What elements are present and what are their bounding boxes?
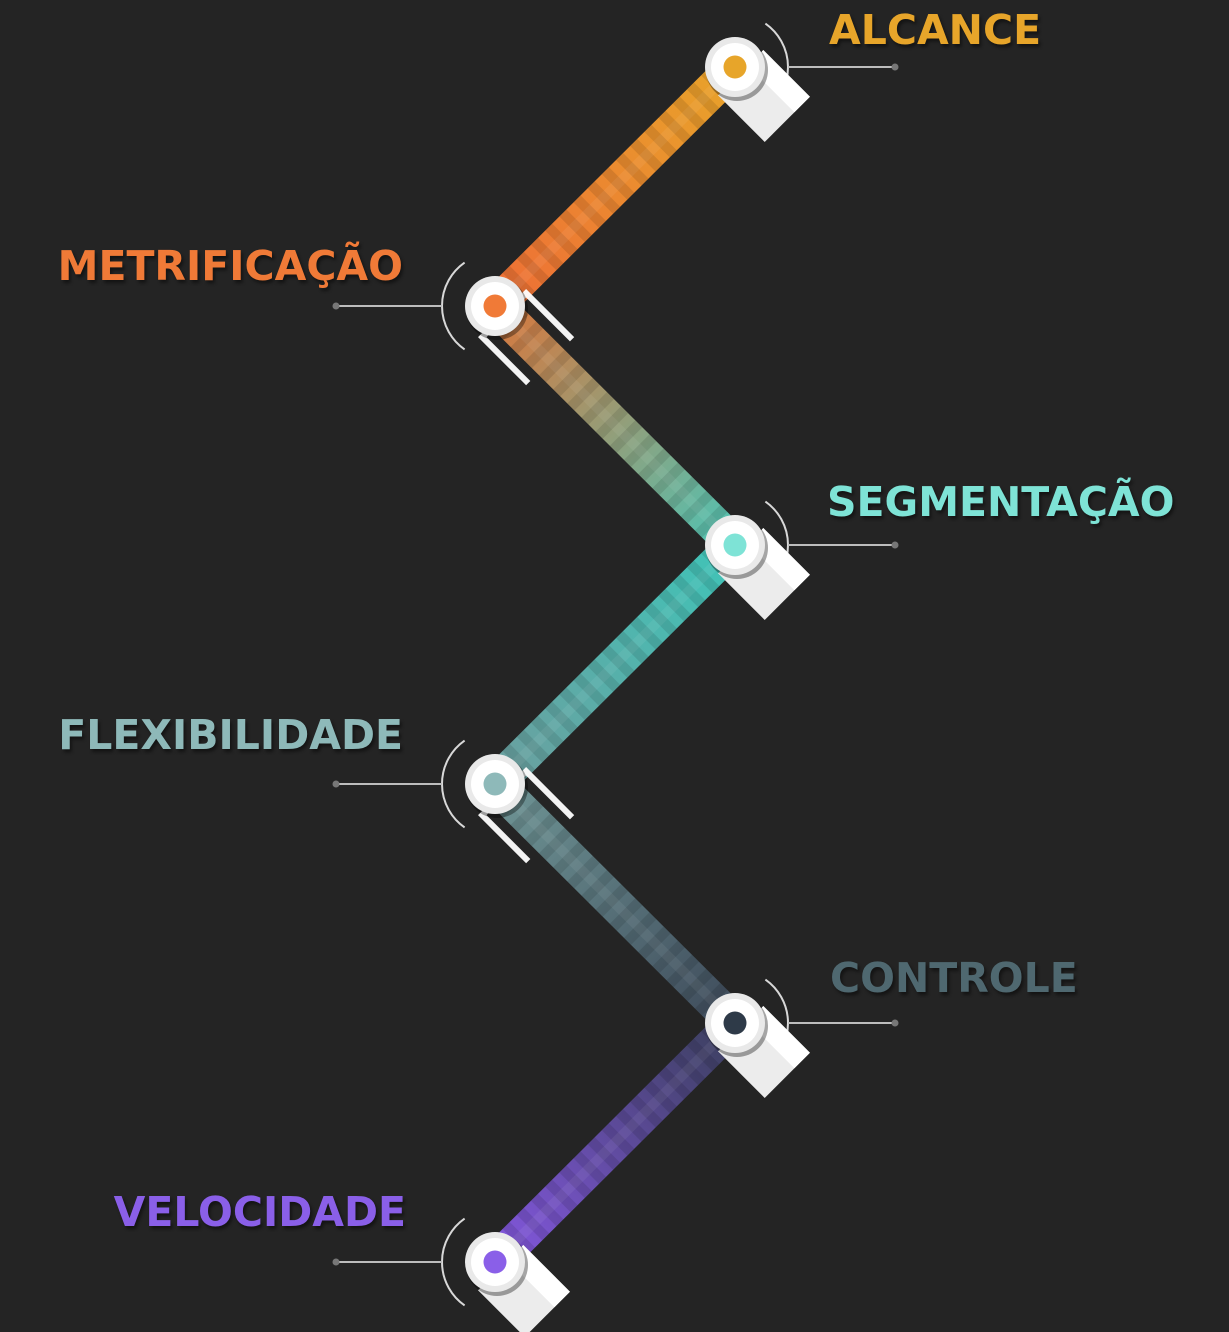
step-node-dot: [723, 533, 747, 557]
connector-segment: [482, 1010, 748, 1275]
leader-line-endpoint: [891, 63, 899, 71]
connector-segment-stripes: [482, 771, 748, 1036]
leader-line-endpoint: [891, 541, 899, 549]
connector-segment-highlight: [491, 541, 739, 788]
connector-segment: [482, 771, 748, 1036]
connector-segment-stripes: [482, 532, 748, 797]
leader-line-endpoint: [332, 1258, 340, 1266]
step-nodes: [465, 37, 768, 1296]
connector-segment-highlight: [491, 302, 739, 549]
connector-segment-highlight: [491, 780, 739, 1027]
connector-segment: [482, 54, 748, 319]
step-node: [705, 515, 768, 579]
leader-line-endpoint: [891, 1019, 899, 1027]
step-node-dot: [723, 1011, 747, 1035]
step-label-segmentacao: SEGMENTAÇÃO: [827, 478, 1175, 526]
connector-segment-stripes: [482, 1010, 748, 1275]
step-label-velocidade: VELOCIDADE: [113, 1188, 406, 1236]
connector-segment-highlight: [491, 63, 739, 310]
connector-segment-stripes: [482, 54, 748, 319]
connector-segment-highlight: [491, 1019, 739, 1266]
step-node: [705, 993, 768, 1057]
step-node-dot: [723, 55, 747, 79]
step-node: [465, 1232, 528, 1296]
connector-segment-stripes: [482, 293, 748, 558]
step-node-dot: [483, 1250, 507, 1274]
step-node: [465, 276, 528, 340]
step-node-dot: [483, 294, 507, 318]
leader-line-endpoint: [332, 780, 340, 788]
connector-segments: [482, 54, 748, 1275]
step-label-flexibilidade: FLEXIBILIDADE: [58, 711, 403, 759]
step-label-metrificacao: METRIFICAÇÃO: [57, 242, 403, 290]
connector-segment: [482, 532, 748, 797]
step-node-dot: [483, 772, 507, 796]
step-node: [705, 37, 768, 101]
leader-line-endpoint: [332, 302, 340, 310]
node-arc: [441, 1217, 466, 1307]
step-label-controle: CONTROLE: [830, 954, 1078, 1002]
step-label-alcance: ALCANCE: [829, 6, 1042, 54]
node-arc: [441, 739, 466, 829]
connector-segment: [482, 293, 748, 558]
step-node: [465, 754, 528, 818]
node-arc: [441, 261, 466, 351]
